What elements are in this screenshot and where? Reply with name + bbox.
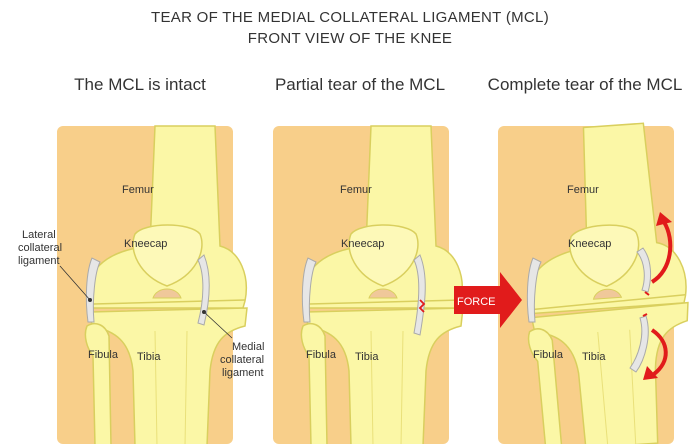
mcl-callout: Medial collateral ligament [202, 310, 264, 379]
panel-heading-intact: The MCL is intact [74, 75, 206, 94]
panel-heading-complete-tear: Complete tear of the MCL [487, 75, 683, 94]
force-arrow: FORCE [454, 272, 522, 328]
lateral-collateral-ligament-2 [301, 257, 317, 323]
lcl-leader-line [59, 265, 91, 301]
medial-collateral-ligament-1 [197, 254, 210, 326]
diagram-subtitle: FRONT VIEW OF THE KNEE [247, 30, 453, 47]
kneecap-label-3: Kneecap [568, 238, 611, 250]
lcl-callout: Lateral collateral ligament [18, 229, 92, 302]
kneecap-label-1: Kneecap [124, 238, 167, 250]
femur-label-2: Femur [340, 184, 372, 196]
rotation-arrow-up [650, 220, 673, 284]
medial-collateral-ligament-3-lower [629, 315, 649, 373]
kneecap-label-2: Kneecap [341, 238, 384, 250]
lcl-label-line3: ligament [18, 255, 60, 267]
rotation-arrow-up-head [656, 212, 672, 226]
force-label: FORCE [457, 296, 496, 308]
medial-collateral-ligament-3-upper [636, 247, 652, 293]
tibia-label-2: Tibia [355, 351, 379, 363]
partial-tear-mark [418, 299, 426, 313]
mcl-label-line1: Medial [232, 341, 264, 353]
lateral-collateral-ligament-1 [85, 257, 101, 323]
mcl-leader-dot [202, 310, 206, 314]
lcl-leader-dot [88, 298, 92, 302]
panel-partial-tear [273, 125, 464, 444]
tibia-label-3: Tibia [582, 351, 606, 363]
fibula-label-3: Fibula [533, 349, 564, 361]
mcl-label-line3: ligament [222, 367, 264, 379]
lateral-collateral-ligament-3 [526, 257, 542, 323]
medial-collateral-ligament-2 [413, 254, 426, 336]
panel-heading-partial-tear: Partial tear of the MCL [274, 75, 446, 94]
diagram-title: TEAR OF THE MEDIAL COLLATERAL LIGAMENT (… [151, 9, 549, 26]
fibula-label-1: Fibula [88, 349, 119, 361]
femur-label-1: Femur [122, 184, 154, 196]
mcl-leader-line [203, 311, 233, 339]
panel-complete-tear [498, 120, 699, 444]
lcl-label-line2: collateral [18, 242, 62, 254]
rotation-arrow-down-head [643, 366, 658, 380]
fibula-label-2: Fibula [306, 349, 337, 361]
rotation-arrow-down [650, 328, 668, 376]
femur-label-3: Femur [567, 184, 599, 196]
lcl-label-line1: Lateral [22, 229, 56, 241]
tibia-label-1: Tibia [137, 351, 161, 363]
force-arrow-shape [454, 272, 522, 328]
panel-intact [57, 125, 248, 444]
mcl-label-line2: collateral [220, 354, 264, 366]
complete-tear-mark [642, 291, 650, 317]
